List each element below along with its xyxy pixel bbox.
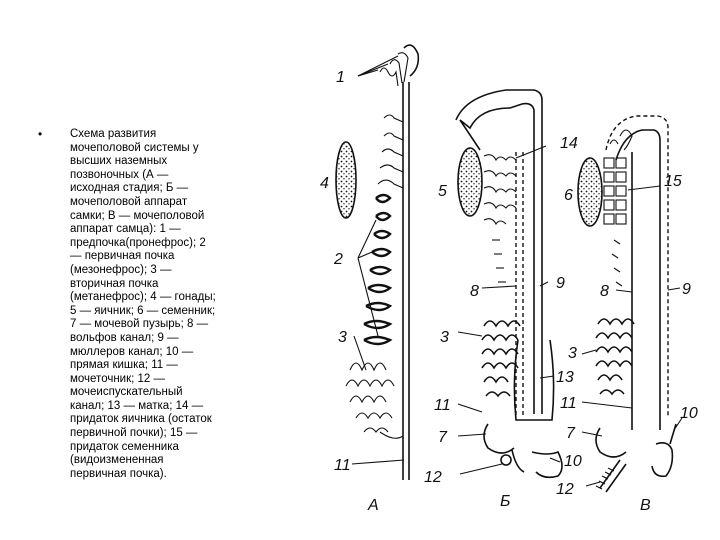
label-c-8: 8: [600, 283, 609, 300]
caption-line: высших наземных: [70, 155, 168, 168]
caption-line: (видоизмененная: [70, 454, 164, 467]
caption-line: 5 — яичник; 6 — семенник;: [70, 304, 216, 317]
caption-line: Схема развития: [70, 128, 157, 140]
label-b-8: 8: [470, 283, 479, 300]
caption-line: прямая кишка; 11 —: [70, 359, 178, 372]
caption-line: самки; В — мочеполовой: [70, 209, 205, 222]
label-b-7: 7: [438, 429, 448, 446]
label-b-12: 12: [424, 469, 442, 486]
label-c-12: 12: [556, 481, 574, 498]
caption-line: (метанефрос); 4 — гонады;: [70, 291, 216, 304]
urogenital-diagram: 1 4 2 3 11 А: [320, 40, 720, 520]
label-a-3: 3: [338, 329, 347, 346]
caption-line: мочеточник; 12 —: [70, 372, 166, 385]
caption-line: первичная почка).: [70, 467, 167, 480]
panel-label-c: В: [640, 497, 651, 514]
label-b-14: 14: [560, 135, 578, 152]
caption-line: канал; 13 — матка; 14 —: [70, 399, 204, 412]
panel-c-drawing: [577, 115, 683, 493]
caption-line: предпочка(пронефрос); 2: [70, 236, 206, 249]
panel-label-a: А: [367, 497, 379, 514]
caption-line: исходная стадия; Б —: [70, 182, 189, 195]
caption-line: вольфов канал; 9 —: [70, 331, 179, 344]
caption-line: мюллеров канал; 10 —: [70, 345, 194, 358]
label-a-4: 4: [320, 175, 329, 192]
panel-b-drawing: [455, 89, 563, 479]
caption-line: мочеиспускательный: [70, 386, 183, 399]
label-b-10: 10: [564, 453, 582, 470]
bullet-marker: •: [38, 127, 43, 141]
caption-line: аппарат самца): 1 —: [70, 223, 181, 236]
panel-a-drawing: [335, 44, 420, 480]
label-c-7: 7: [566, 425, 576, 442]
caption-line: придаток семенника: [70, 440, 179, 453]
label-b-9: 9: [556, 275, 565, 292]
caption-line: вторичная почка: [70, 277, 159, 290]
label-c-15: 15: [664, 173, 682, 190]
label-b-5: 5: [438, 183, 447, 200]
label-c-6: 6: [564, 187, 573, 204]
label-b-3: 3: [440, 329, 449, 346]
caption-line: 7 — мочевой пузырь; 8 —: [70, 318, 209, 331]
caption-text: Схема развития мочеполовой системы у выс…: [70, 128, 270, 481]
label-b-13: 13: [556, 369, 574, 386]
label-c-3: 3: [568, 345, 577, 362]
panel-label-b: Б: [500, 493, 510, 510]
caption-line: мочеполовой системы у: [70, 141, 199, 154]
label-c-10: 10: [680, 405, 698, 422]
label-b-11: 11: [434, 397, 451, 414]
label-a-2: 2: [333, 251, 343, 268]
caption-line: (мезонефрос); 3 —: [70, 263, 172, 276]
caption-line: — первичная почка: [70, 250, 175, 263]
caption-line: придаток яичника (остаток: [70, 413, 212, 426]
label-a-11: 11: [334, 457, 351, 474]
label-c-11: 11: [560, 395, 577, 412]
label-a-1: 1: [336, 69, 345, 86]
caption-line: первичной почки); 15 —: [70, 427, 198, 440]
label-c-9: 9: [682, 281, 691, 298]
caption-line: позвоночных (А —: [70, 168, 169, 181]
caption-line: мочеполовой аппарат: [70, 195, 188, 208]
